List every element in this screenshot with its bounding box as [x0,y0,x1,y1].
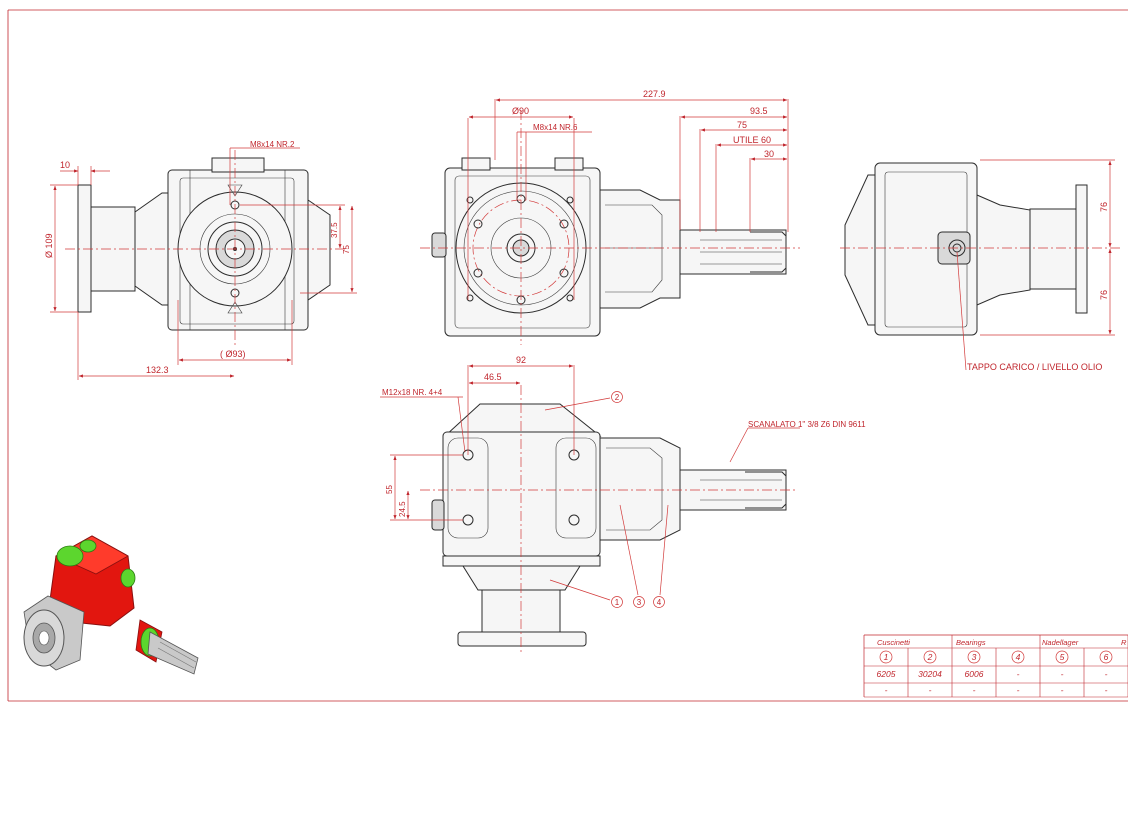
balloon-2: 2 [615,393,620,402]
table-header-bearings: Bearings [956,638,986,647]
dim-bottom-24: 24.5 [398,501,407,517]
table-cell: 30204 [918,669,942,679]
dim-bottom-92: 92 [516,355,526,365]
dim-bolt-circle: ( Ø93) [220,349,246,359]
table-cell: - [1017,685,1020,695]
table-header-r: R [1121,638,1127,647]
table-cell: - [885,685,888,695]
table-cell: - [1061,685,1064,695]
dim-shaft-75: 75 [737,120,747,130]
dim-bottom-55: 55 [385,485,394,494]
bearings-table: Cuscinetti Bearings Nadellager R 1 2 3 4… [863,634,1128,698]
balloon-4: 4 [657,598,662,607]
dim-bolt-offset: 37.5 [330,222,339,238]
dim-left-thread: M8x14 NR.2 [250,140,295,149]
dim-shaft-length: 93.5 [750,106,768,116]
table-cell: - [1105,685,1108,695]
dim-right-lower: 76 [1099,290,1109,300]
table-col-3: 3 [972,652,977,662]
dim-flange-thickness: 10 [60,160,70,170]
table-col-2: 2 [927,652,933,662]
gearbox-3d-render-icon [23,535,199,675]
oil-plug-note: TAPPO CARICO / LIVELLO OLIO [967,362,1102,372]
bottom-view: 92 46.5 M12x18 NR. 4+4 55 24.5 SCANALATO… [380,355,866,655]
table-cell: 6205 [877,669,896,679]
balloon-1: 1 [615,598,620,607]
balloon-3: 3 [637,598,642,607]
table-cell: - [973,685,976,695]
dim-right-upper: 76 [1099,202,1109,212]
dim-usable-length: UTILE 60 [733,135,771,145]
dim-overall-left: 132.3 [146,365,169,375]
dim-bolt-spacing: 75 [342,245,351,254]
table-col-1: 1 [884,652,889,662]
table-cell: - [929,685,932,695]
left-view: Ø 109 10 M8x14 NR.2 37.5 75 ( Ø93) 132.3 [44,140,357,380]
dim-front-thread: M8x14 NR.6 [533,123,578,132]
table-header-nadellager: Nadellager [1042,638,1079,647]
table-col-4: 4 [1016,652,1021,662]
dim-bottom-thread: M12x18 NR. 4+4 [382,388,443,397]
dim-bottom-46: 46.5 [484,372,502,382]
dim-shaft-end: 30 [764,149,774,159]
table-header-cuscinetti: Cuscinetti [877,638,910,647]
table-cell: - [1105,669,1108,679]
table-col-5: 5 [1060,652,1065,662]
dim-front-diameter: Ø90 [512,106,529,116]
front-view: Ø90 M8x14 NR.6 227.9 93.5 75 UTILE 60 30 [420,89,800,345]
table-col-6: 6 [1104,652,1109,662]
spline-note: SCANALATO 1" 3/8 Z6 DIN 9611 [748,420,866,429]
dim-overall-length: 227.9 [643,89,666,99]
table-cell: 6006 [965,669,984,679]
drawing-frame [7,9,1128,702]
dim-flange-diameter: Ø 109 [44,233,54,258]
table-cell: - [1017,669,1020,679]
right-view: 76 76 TAPPO CARICO / LIVELLO OLIO [840,159,1120,372]
table-cell: - [1061,669,1064,679]
